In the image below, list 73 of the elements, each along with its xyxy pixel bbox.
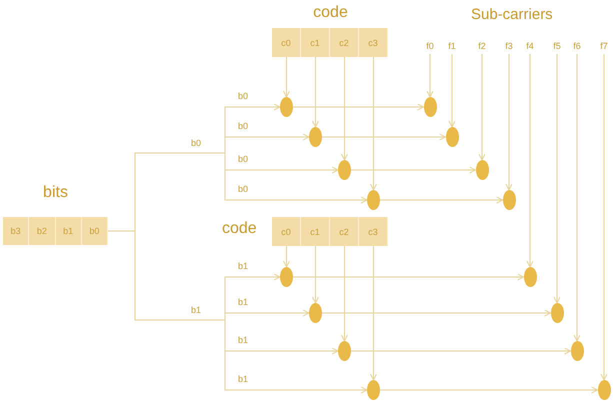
- circle-node: [550, 303, 564, 323]
- table-cell: c0: [272, 28, 301, 57]
- arrow: [350, 348, 571, 354]
- arrow: [574, 54, 580, 342]
- table-cell: b1: [56, 217, 82, 245]
- branch-label: b0: [190, 138, 202, 149]
- arrow: [370, 246, 377, 380]
- circle-node: [338, 160, 351, 180]
- table-cell: c3: [359, 28, 388, 57]
- circle-node: [570, 341, 584, 361]
- circle-node: [476, 160, 488, 180]
- edge-label: b0: [237, 91, 250, 102]
- circle-node: [309, 303, 322, 323]
- edge-label: b0: [237, 154, 250, 165]
- arrow: [292, 274, 524, 280]
- circle-node: [309, 127, 322, 147]
- table-cell: c1: [301, 217, 330, 246]
- circle-node: [446, 127, 458, 147]
- arrow: [312, 56, 319, 128]
- circle-node: [524, 267, 536, 287]
- arrow: [380, 196, 503, 204]
- table-cell: c0: [272, 217, 301, 246]
- table-cell: b0: [82, 217, 108, 245]
- edge-label: b1: [237, 297, 250, 308]
- table-cell: b2: [29, 217, 56, 245]
- edge-label: b1: [237, 335, 250, 346]
- table-cell: c2: [330, 217, 359, 246]
- circle-node: [424, 97, 436, 117]
- subcarrier-label: f1: [442, 38, 462, 54]
- subcarrier-label: f2: [472, 38, 492, 54]
- circle-node: [367, 190, 380, 210]
- arrow: [380, 386, 598, 394]
- table-cell: c2: [330, 28, 359, 57]
- subcarrier-label: f5: [547, 38, 567, 54]
- circle-node: [280, 267, 293, 287]
- group-heading: bits: [42, 184, 69, 202]
- circle-node: [502, 190, 516, 210]
- edge-label: b1: [237, 374, 250, 385]
- arrow: [322, 134, 446, 140]
- arrow: [526, 54, 534, 268]
- subcarrier-label: f3: [499, 38, 519, 54]
- arrow: [554, 54, 560, 304]
- subcarrier-label: f6: [567, 38, 587, 54]
- arrow: [370, 56, 377, 190]
- branch-label: b1: [190, 305, 202, 316]
- arrow: [506, 54, 512, 190]
- arrow: [478, 54, 486, 160]
- table-cell: b3: [3, 217, 30, 245]
- group-heading: code: [312, 4, 349, 22]
- edge-label: b0: [237, 184, 250, 195]
- subcarrier-label: f4: [520, 38, 540, 54]
- subcarrier-label: f0: [420, 38, 440, 54]
- arrow: [341, 56, 348, 160]
- arrow: [312, 246, 319, 304]
- table-cell: c1: [301, 28, 330, 57]
- arrow: [426, 54, 434, 98]
- circle-node: [280, 97, 293, 117]
- arrow: [448, 54, 456, 128]
- arrow: [292, 104, 424, 110]
- circle-node: [338, 341, 351, 361]
- group-heading: code: [222, 220, 257, 238]
- arrow: [600, 54, 608, 380]
- edge-label: b1: [237, 261, 250, 272]
- arrow: [350, 166, 476, 174]
- arrow: [283, 246, 290, 268]
- edge-label: b0: [237, 121, 250, 132]
- circle-node: [598, 380, 610, 400]
- arrow: [283, 56, 290, 98]
- circle-node: [367, 380, 380, 400]
- table-cell: c3: [359, 217, 388, 246]
- arrow: [341, 246, 348, 342]
- arrow: [322, 310, 551, 316]
- subcarrier-label: f7: [594, 38, 613, 54]
